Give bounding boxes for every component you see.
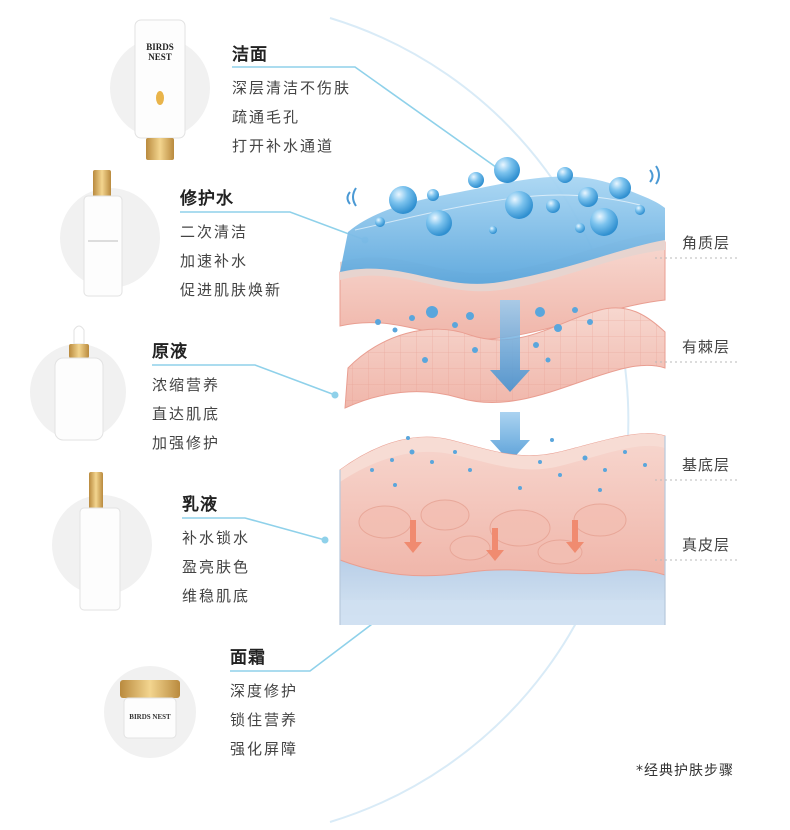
step-benefit: 强化屏障 <box>230 740 299 758</box>
step-title: 原液 <box>152 342 188 362</box>
step-lotion: 乳液 补水锁水 盈亮肤色 维稳肌底 <box>182 494 250 611</box>
leader-lines <box>152 66 501 672</box>
svg-text:NEST: NEST <box>148 52 172 62</box>
step-benefit: 加速补水 <box>180 252 249 270</box>
background-arc <box>329 17 630 823</box>
step-benefit: 二次清洁 <box>180 223 249 241</box>
step-benefit: 深层清洁不伤肤 <box>232 79 352 97</box>
layer-label-basal: 基底层 <box>682 456 731 474</box>
step-benefit: 维稳肌底 <box>182 587 251 605</box>
svg-text:BIRDS NEST: BIRDS NEST <box>129 713 171 721</box>
step-benefit: 锁住营养 <box>230 711 299 729</box>
step-benefit: 促进肌肤焕新 <box>180 281 283 299</box>
step-benefit: 浓缩营养 <box>152 376 221 394</box>
step-title: 面霜 <box>230 648 266 668</box>
layer-label-dermis: 真皮层 <box>682 536 731 554</box>
layer-label-spinous: 有棘层 <box>682 338 731 356</box>
footnote: *经典护肤步骤 <box>636 763 734 779</box>
step-toner: 修护水 二次清洁 加速补水 促进肌肤焕新 <box>180 188 282 305</box>
skin-block <box>339 433 666 625</box>
water-drops-mid <box>375 306 593 363</box>
toner-bottle-product <box>60 170 160 297</box>
step-cream: 面霜 深度修护 锁住营养 强化屏障 <box>230 647 298 764</box>
step-benefit: 打开补水通道 <box>232 137 335 155</box>
layer-label-stratum-corneum: 角质层 <box>682 234 731 252</box>
cream-jar-product: BIRDS NEST <box>104 666 196 758</box>
step-benefit: 盈亮肤色 <box>182 558 251 576</box>
step-benefit: 补水锁水 <box>182 529 251 547</box>
lotion-bottle-product <box>52 472 152 611</box>
layer-guides <box>655 257 740 561</box>
step-benefit: 疏通毛孔 <box>232 108 301 126</box>
step-benefit: 深度修护 <box>230 682 299 700</box>
penetration-arrow-lower <box>490 412 530 462</box>
step-title: 洁面 <box>232 45 268 65</box>
step-title: 修护水 <box>180 189 234 209</box>
step-benefit: 直达肌底 <box>152 405 221 423</box>
step-serum: 原液 浓缩营养 直达肌底 加强修护 <box>152 341 220 458</box>
serum-bottle-product <box>30 325 126 441</box>
step-cleanse: 洁面 深层清洁不伤肤 疏通毛孔 打开补水通道 <box>232 44 351 161</box>
water-drops-top <box>346 157 660 236</box>
brand-logo-text-1: BIRDS <box>146 42 174 52</box>
step-benefit: 加强修护 <box>152 434 221 452</box>
cleanser-tube-product: BIRDS NEST <box>110 19 210 160</box>
step-title: 乳液 <box>182 495 218 515</box>
penetration-arrow-upper <box>490 300 530 392</box>
